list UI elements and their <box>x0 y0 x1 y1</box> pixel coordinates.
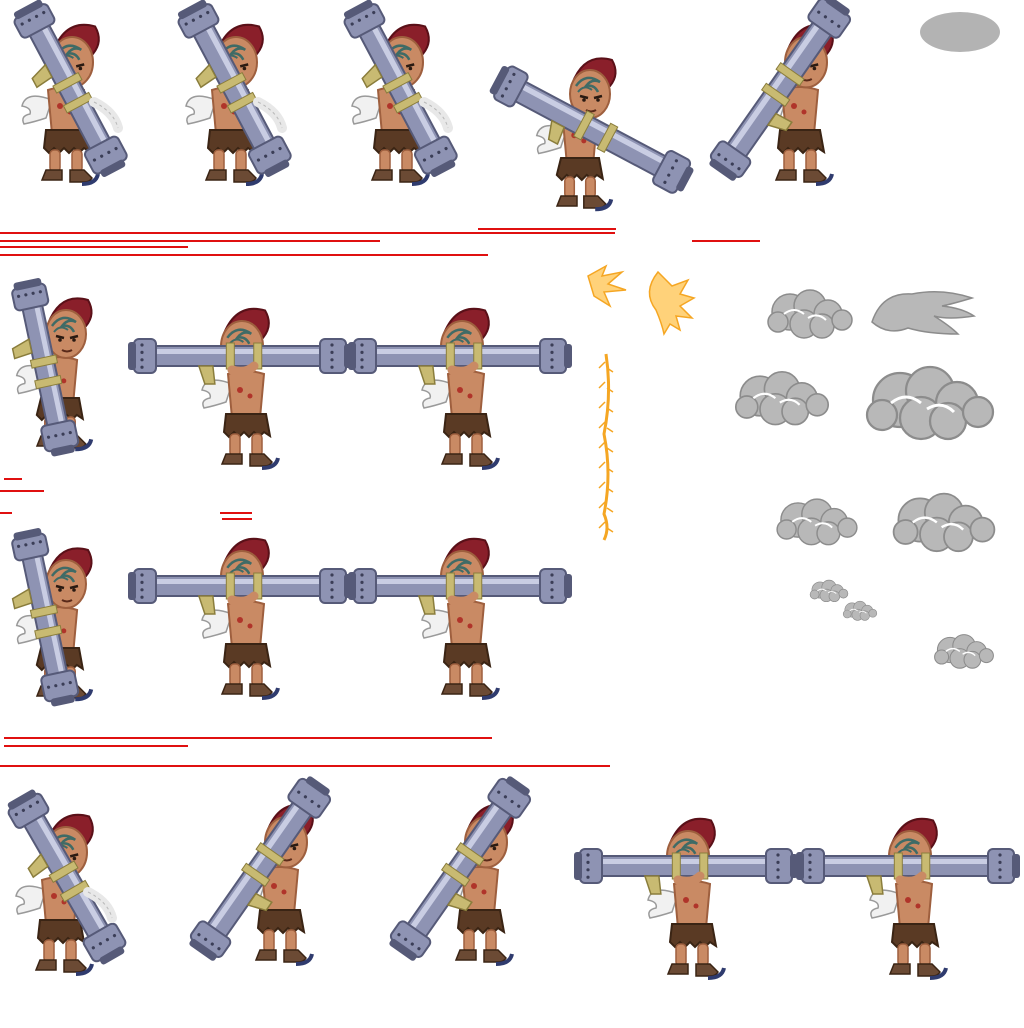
bazooka-mount <box>343 0 458 178</box>
bazooka-mount <box>348 338 572 385</box>
bazooka <box>128 568 352 615</box>
smoke-puff <box>934 634 994 669</box>
fighter-body <box>647 880 726 980</box>
bazooka <box>11 277 80 457</box>
bazooka-mount <box>709 0 852 181</box>
fighter-body <box>201 600 280 700</box>
bazooka <box>13 0 128 178</box>
fighter-body <box>421 370 500 470</box>
fighter-body <box>201 370 280 470</box>
bazooka <box>343 0 458 178</box>
fighter-sprite-swing <box>709 0 852 186</box>
fighter-sprite-idle <box>177 0 292 186</box>
guide-line <box>0 232 615 234</box>
fighter-sprite-idle <box>343 0 458 186</box>
fighter-sprite-aim <box>348 307 572 470</box>
bazooka <box>389 776 532 961</box>
bazooka-mount <box>11 527 80 707</box>
bazooka-mount <box>7 789 127 965</box>
guide-line <box>0 512 12 514</box>
bazooka-mount <box>189 776 332 961</box>
fighter-sprite-swing <box>389 776 532 966</box>
bazooka <box>348 568 572 615</box>
bazooka <box>177 0 292 178</box>
bazooka <box>574 848 798 895</box>
fighter-sprite-crouch <box>11 277 94 457</box>
fighter-body <box>421 600 500 700</box>
fighter-head <box>45 547 93 609</box>
bazooka <box>7 789 127 965</box>
fighter-sprite-crouch <box>11 527 94 707</box>
bazooka-mount <box>348 568 572 615</box>
fighter-sprite-aim <box>348 537 572 700</box>
bazooka <box>796 848 1020 895</box>
guide-line <box>478 228 616 230</box>
bazooka-mount <box>13 0 128 178</box>
guide-line <box>0 254 488 256</box>
bazooka-mount <box>796 848 1020 895</box>
fighter-body <box>235 866 314 966</box>
fighter-sprite-aim <box>128 307 352 470</box>
guide-line <box>0 240 380 242</box>
bazooka <box>11 527 80 707</box>
smoke-puff <box>871 291 977 335</box>
bazooka <box>709 0 852 181</box>
bazooka-mount <box>389 776 532 961</box>
guide-line <box>0 765 610 767</box>
bazooka-mount <box>11 277 80 457</box>
smoke-puff <box>842 600 878 621</box>
fighter-sprite-aim <box>796 817 1020 980</box>
bazooka <box>128 338 352 385</box>
fighter-sprite-idle <box>7 789 127 976</box>
smoke-puff <box>892 492 996 553</box>
fighter-body <box>869 880 948 980</box>
bazooka-mount <box>128 338 352 385</box>
bazooka-mount <box>574 848 798 895</box>
bazooka <box>189 776 332 961</box>
bazooka-mount <box>128 568 352 615</box>
fighter-head <box>45 297 93 359</box>
fighter-sprite-aim <box>128 537 352 700</box>
fighter-head <box>569 57 617 119</box>
fighter-sprite-swing <box>189 776 332 966</box>
guide-line <box>0 490 44 492</box>
smoke-puff <box>776 498 858 546</box>
smoke-puff <box>809 579 849 603</box>
smoke-puff <box>734 370 830 426</box>
guide-line <box>692 240 760 242</box>
muzzle-flash <box>587 264 627 308</box>
guide-line <box>222 518 252 520</box>
fighter-sprite-idle <box>13 0 128 186</box>
bazooka-mount <box>489 65 694 194</box>
spark-streak <box>598 353 614 541</box>
smoke-puff <box>767 289 853 339</box>
bazooka <box>489 65 694 194</box>
fighter-sprite-aim <box>574 817 798 980</box>
smoke-puff <box>865 365 995 441</box>
muzzle-flash <box>648 270 696 337</box>
fighter-sprite-lunge <box>489 57 694 212</box>
guide-line <box>4 478 22 480</box>
guide-line <box>4 745 188 747</box>
guide-line <box>4 737 492 739</box>
bazooka <box>348 338 572 385</box>
bazooka-mount <box>177 0 292 178</box>
guide-line <box>220 512 252 514</box>
shadow-ellipse <box>920 12 1000 52</box>
guide-line <box>0 246 188 248</box>
